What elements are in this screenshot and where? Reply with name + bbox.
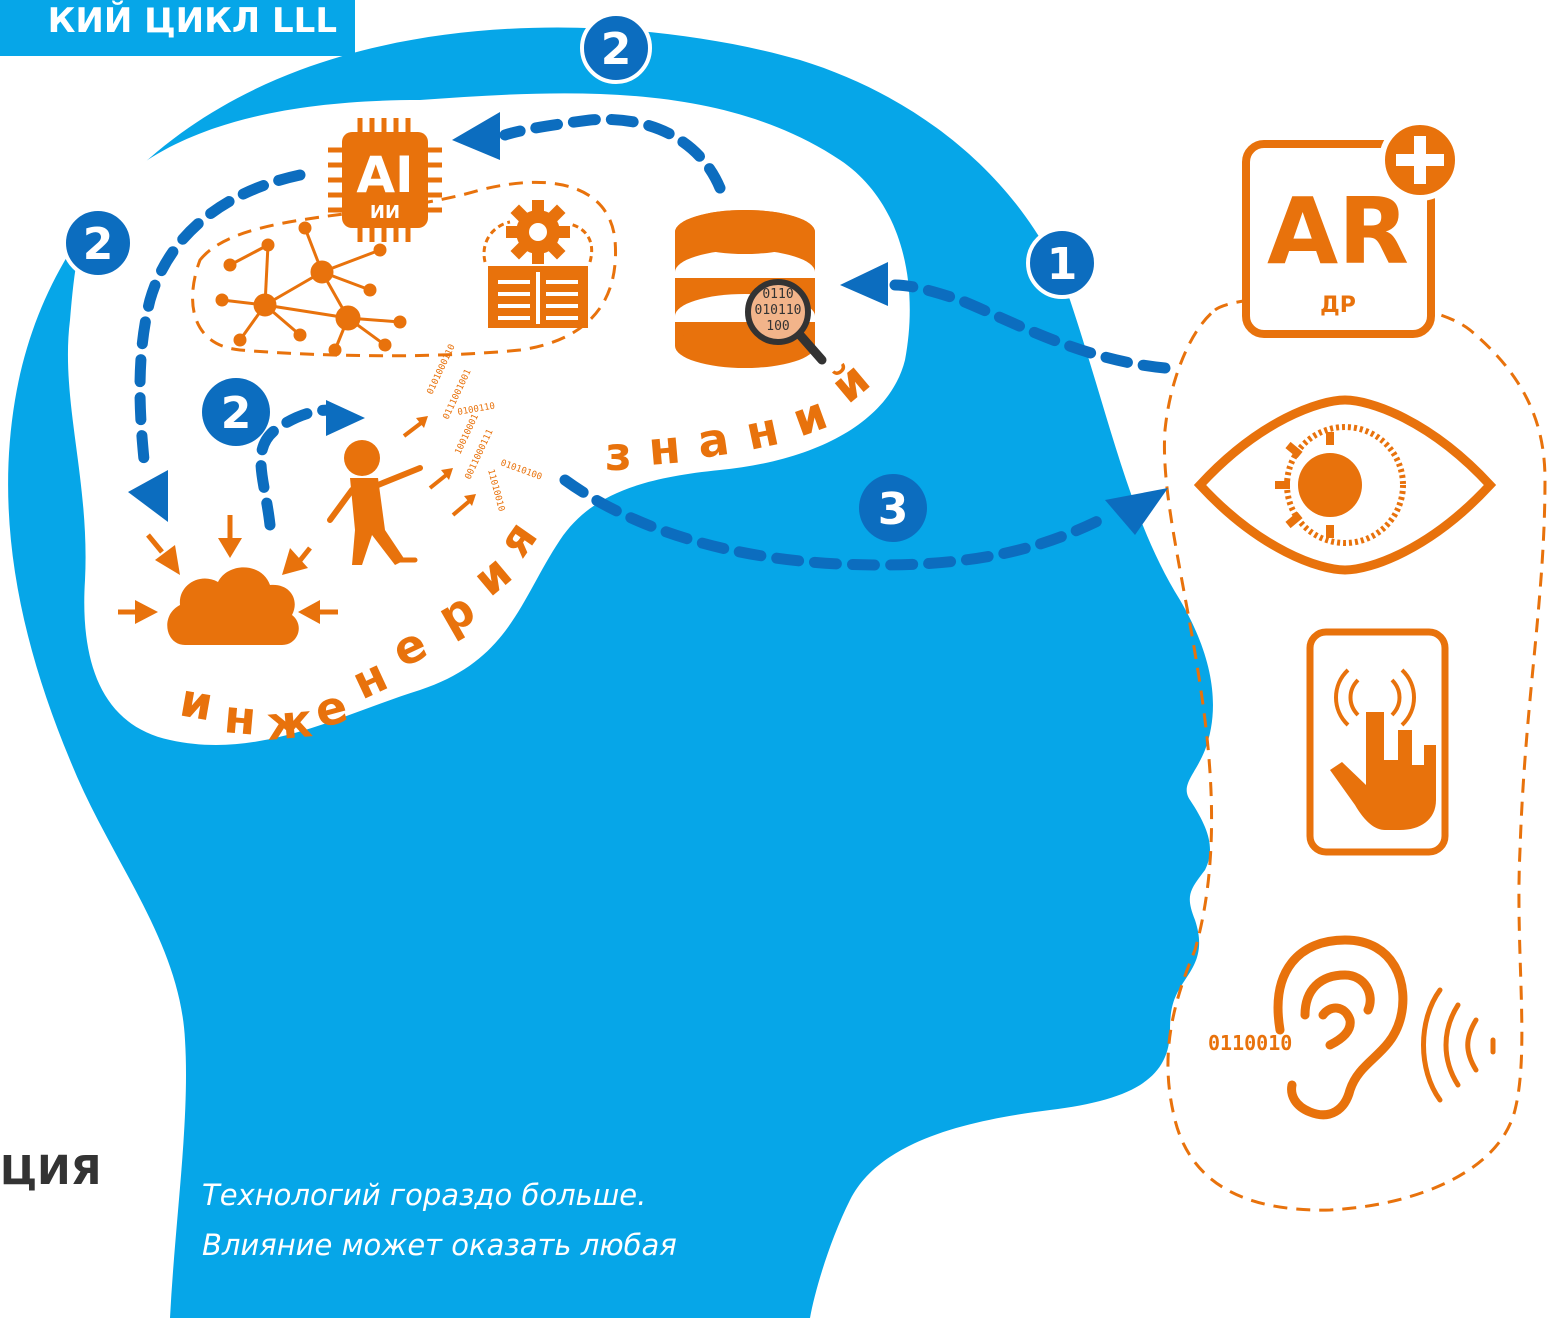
ai-sublabel: ИИ xyxy=(370,202,400,223)
arrow-ai-to-left xyxy=(134,169,306,476)
arrowhead-3 xyxy=(128,470,168,522)
caption-line-1: Технологий гораздо больше. xyxy=(202,1178,647,1212)
caption: Технологий гораздо больше. Влияние может… xyxy=(202,1170,677,1270)
ai-chip-icon: AI ИИ xyxy=(328,118,442,242)
step-badge-2-left: 2 xyxy=(62,207,134,279)
eye-icon xyxy=(1193,395,1497,575)
ear-binary: 0110010 xyxy=(1208,1031,1292,1055)
arrow-db-to-ai xyxy=(499,113,726,194)
arrowhead-5 xyxy=(1105,488,1168,535)
title-banner: КИЙ ЦИКЛ LLL xyxy=(0,0,355,56)
left-cropped-word: ЦИЯ xyxy=(0,1148,102,1194)
magnifier-icon: 0110 010110 100 xyxy=(745,279,827,365)
ke-letter: з xyxy=(605,427,632,481)
step-badge-3: 3 xyxy=(859,474,927,542)
step-number: 1 xyxy=(1047,239,1078,290)
db-binary-3: 100 xyxy=(766,319,789,334)
arrow-brain-to-sensors xyxy=(559,474,1116,571)
ar-sublabel: ДР xyxy=(1320,293,1356,318)
db-binary-1: 0110 xyxy=(762,287,793,302)
sound-waves-icon xyxy=(1421,987,1496,1103)
step-badge-2-mid: 2 xyxy=(202,378,270,446)
ai-label: AI xyxy=(356,146,413,204)
db-binary-2: 010110 xyxy=(755,303,802,318)
ke-letter: ж xyxy=(264,693,315,751)
cloud-icon xyxy=(118,515,338,645)
book-gear-icon xyxy=(482,200,594,328)
page-title: КИЙ ЦИКЛ LLL xyxy=(47,1,337,41)
arrowhead-2 xyxy=(452,112,500,160)
ke-letter: н xyxy=(222,689,258,746)
person-icon xyxy=(327,416,476,565)
arrowhead-4 xyxy=(326,400,365,436)
dashed-loop xyxy=(191,180,618,358)
step-badge-1: 1 xyxy=(1026,227,1098,299)
arrowhead-1 xyxy=(840,262,888,306)
ar-icon: AR ДР xyxy=(1242,119,1461,338)
ke-letter: н xyxy=(646,419,682,476)
step-number: 2 xyxy=(601,24,632,75)
ear-icon xyxy=(1273,935,1408,1120)
ke-letter: а xyxy=(694,411,732,469)
neural-network-icon xyxy=(215,221,407,357)
arrow-cloud-to-person xyxy=(255,404,336,531)
touch-icon xyxy=(1306,628,1449,856)
ar-label: AR xyxy=(1267,178,1409,285)
step-number: 3 xyxy=(878,484,909,535)
step-number: 2 xyxy=(221,388,252,439)
step-badge-2-top: 2 xyxy=(580,12,652,84)
step-number: 2 xyxy=(83,219,114,270)
arrow-ar-to-db xyxy=(889,279,1171,374)
flow-arrows xyxy=(134,113,1171,571)
caption-line-2: Влияние может оказать любая xyxy=(202,1228,677,1262)
sensor-outline xyxy=(1162,295,1547,1212)
